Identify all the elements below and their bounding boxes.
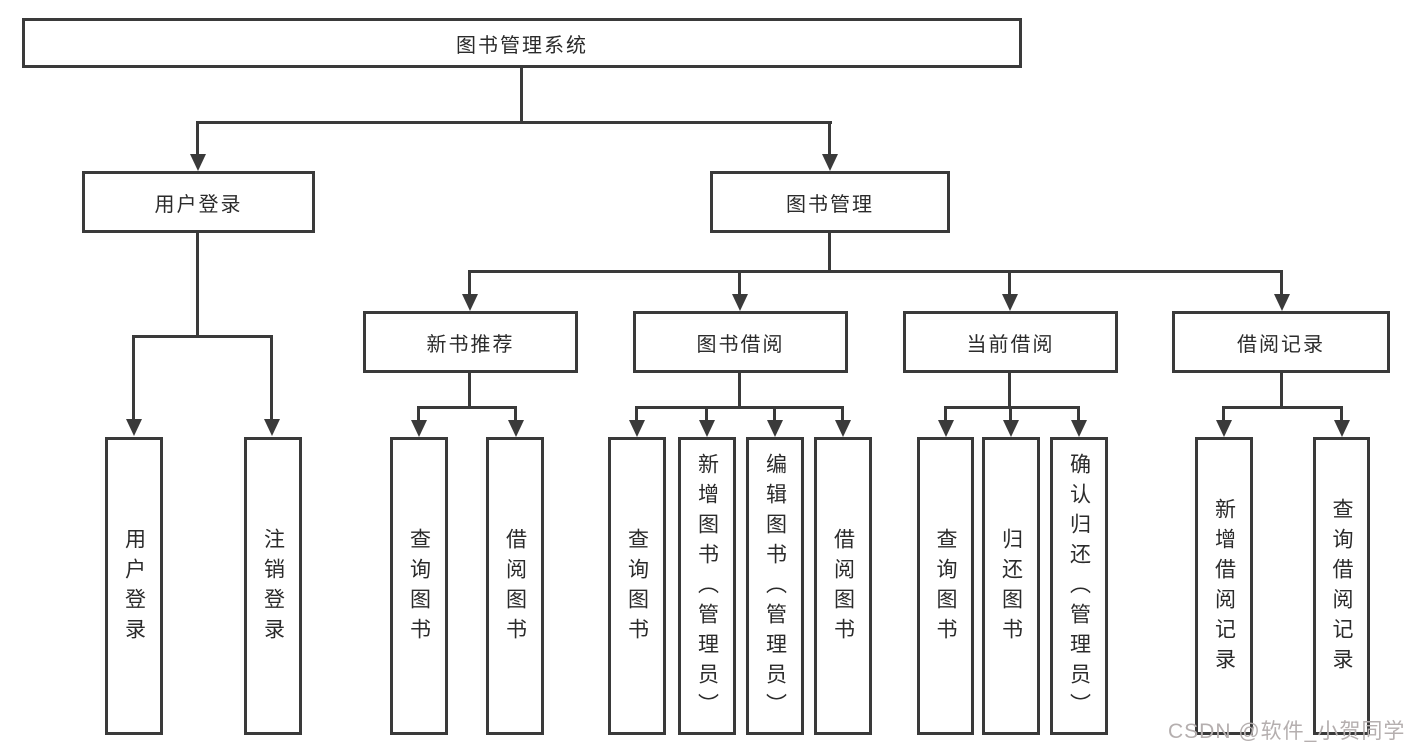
node-label: 查询图书 (407, 528, 431, 648)
leaf-edit-book-admin: 编辑图书（管理员） (746, 437, 804, 735)
leaf-borrow-books-borrowing: 借阅图书 (814, 437, 872, 735)
node-label: 当前借阅 (966, 333, 1055, 356)
node-new-book-recommend: 新书推荐 (363, 311, 578, 373)
connector-level3-stem (1008, 270, 1011, 296)
node-label: 编辑图书（管理员） (763, 453, 787, 723)
arrow-down-icon (1216, 420, 1232, 437)
node-book-borrowing: 图书借阅 (633, 311, 848, 373)
arrow-down-icon (835, 420, 851, 437)
arrow-down-icon (1334, 420, 1350, 437)
node-label: 借阅记录 (1237, 333, 1325, 356)
connector-root-stem (520, 68, 523, 124)
node-label: 注销登录 (261, 528, 285, 648)
watermark-text: CSDN @软件_小贺同学 (1168, 720, 1405, 743)
leaf-borrow-books-recommend: 借阅图书 (486, 437, 544, 735)
node-current-borrowing: 当前借阅 (903, 311, 1118, 373)
leaf-confirm-return-admin: 确认归还（管理员） (1050, 437, 1108, 735)
connector-group-rail (635, 406, 844, 409)
arrow-down-icon (629, 420, 645, 437)
connector-login-rail (132, 335, 273, 338)
connector-leaf-stem (1077, 406, 1080, 422)
connector-leaf-stem (270, 335, 273, 421)
arrow-down-icon (1002, 294, 1018, 311)
connector-leaf-stem (841, 406, 844, 422)
connector-book-mgmt-stem (828, 121, 831, 157)
connector-leaf-stem (1340, 406, 1343, 422)
leaf-query-books-current: 查询图书 (917, 437, 974, 735)
node-book-management: 图书管理 (710, 171, 950, 233)
connector-level3-stem (1280, 270, 1283, 296)
node-label: 用户登录 (122, 528, 146, 648)
node-borrowing-records: 借阅记录 (1172, 311, 1390, 373)
arrow-down-icon (508, 420, 524, 437)
connector-leaf-stem (514, 406, 517, 422)
node-label: 确认归还（管理员） (1067, 453, 1091, 723)
arrow-down-icon (938, 420, 954, 437)
connector-leaf-stem (944, 406, 947, 422)
connector-group-stem (1008, 373, 1011, 409)
leaf-logout: 注销登录 (244, 437, 302, 735)
node-user-login: 用户登录 (82, 171, 315, 233)
connector-level3-rail (468, 270, 1283, 273)
node-label: 借阅图书 (831, 528, 855, 648)
connector-level3-stem (738, 270, 741, 296)
arrow-down-icon (126, 419, 142, 436)
node-label: 新增借阅记录 (1212, 498, 1236, 678)
leaf-query-borrow-record: 查询借阅记录 (1313, 437, 1370, 735)
connector-level2-rail (196, 121, 832, 124)
connector-leaf-stem (417, 406, 420, 422)
node-label: 借阅图书 (503, 528, 527, 648)
connector-group-rail (417, 406, 517, 409)
leaf-return-books: 归还图书 (982, 437, 1040, 735)
arrow-down-icon (767, 420, 783, 437)
leaf-query-books-borrowing: 查询图书 (608, 437, 666, 735)
arrow-down-icon (1071, 420, 1087, 437)
connector-leaf-stem (1009, 406, 1012, 422)
arrow-down-icon (1003, 420, 1019, 437)
node-label: 查询借阅记录 (1330, 498, 1353, 678)
leaf-add-book-admin: 新增图书（管理员） (678, 437, 736, 735)
arrow-down-icon (732, 294, 748, 311)
connector-group-stem (738, 373, 741, 409)
node-label: 新书推荐 (426, 333, 515, 356)
node-label: 用户登录 (154, 193, 243, 216)
connector-group-stem (468, 373, 471, 409)
node-label: 归还图书 (999, 528, 1023, 648)
connector-leaf-stem (705, 406, 708, 422)
arrow-down-icon (264, 419, 280, 436)
connector-mgmt-branch-stem (828, 233, 831, 273)
connector-user-login-stem (196, 121, 199, 157)
arrow-down-icon (462, 294, 478, 311)
arrow-down-icon (699, 420, 715, 437)
node-label: 查询图书 (625, 528, 649, 648)
node-label: 图书借阅 (696, 333, 785, 356)
arrow-down-icon (822, 154, 838, 171)
arrow-down-icon (190, 154, 206, 171)
connector-group-rail (1222, 406, 1342, 409)
connector-login-branch-stem (196, 233, 199, 338)
node-label: 新增图书（管理员） (695, 453, 719, 723)
connector-leaf-stem (132, 335, 135, 421)
connector-group-stem (1280, 373, 1283, 409)
connector-leaf-stem (1222, 406, 1225, 422)
node-library-management-system: 图书管理系统 (22, 18, 1022, 68)
node-label: 查询图书 (934, 528, 957, 648)
leaf-add-borrow-record: 新增借阅记录 (1195, 437, 1253, 735)
arrow-down-icon (1274, 294, 1290, 311)
node-label: 图书管理系统 (456, 34, 588, 57)
arrow-down-icon (411, 420, 427, 437)
connector-level3-stem (468, 270, 471, 296)
connector-leaf-stem (773, 406, 776, 422)
node-label: 图书管理 (786, 193, 874, 216)
leaf-user-login: 用户登录 (105, 437, 163, 735)
leaf-query-books-recommend: 查询图书 (390, 437, 448, 735)
connector-leaf-stem (635, 406, 638, 422)
